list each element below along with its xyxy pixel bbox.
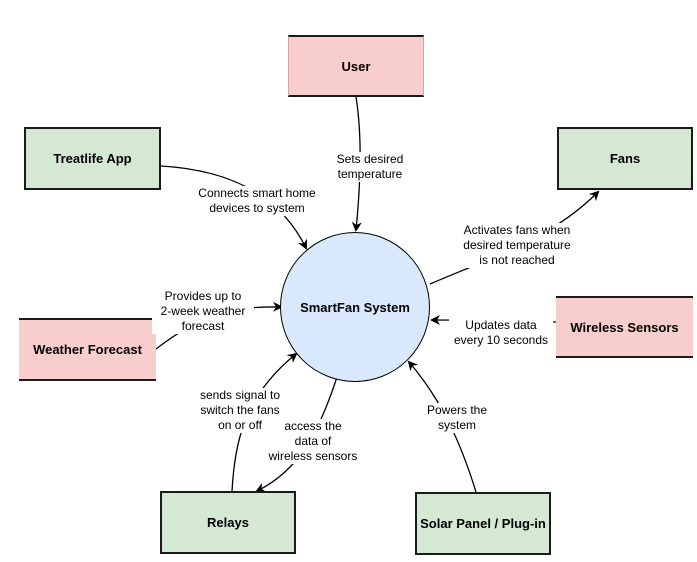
flow-label-relays-signal: sends signal to switch the fans on or of… (190, 388, 290, 433)
entity-weather-forecast: Weather Forecast (19, 318, 156, 381)
entity-user: User (288, 35, 424, 97)
flow-label-weather-forecast: Provides up to 2-week weather forecast (152, 289, 254, 334)
entity-relays-label: Relays (207, 515, 249, 530)
entity-wireless-label: Wireless Sensors (570, 319, 679, 335)
entity-solar-label: Solar Panel / Plug-in (420, 516, 546, 531)
flow-label-solar-power: Powers the system (420, 403, 494, 433)
entity-fans: Fans (557, 127, 693, 190)
flow-label-user-temp: Sets desired temperature (329, 152, 411, 182)
entity-relays: Relays (160, 491, 296, 554)
entity-wireless-sensors: Wireless Sensors (556, 296, 693, 358)
flow-label-treatlife-connect: Connects smart home devices to system (190, 186, 324, 216)
entity-weather-label: Weather Forecast (33, 342, 142, 357)
entity-treatlife-label: Treatlife App (53, 151, 132, 166)
entity-solar-panel: Solar Panel / Plug-in (415, 492, 551, 555)
process-label: SmartFan System (300, 299, 410, 315)
flow-label-fans-activate: Activates fans when desired temperature … (455, 223, 579, 268)
entity-user-label: User (341, 58, 371, 74)
flow-label-wireless-update: Updates data every 10 seconds (449, 318, 553, 348)
entity-treatlife-app: Treatlife App (24, 127, 161, 190)
process-smartfan-system: SmartFan System (280, 232, 430, 382)
flow-label-sensors-access: access the data of wireless sensors (263, 419, 363, 464)
entity-fans-label: Fans (609, 151, 641, 166)
